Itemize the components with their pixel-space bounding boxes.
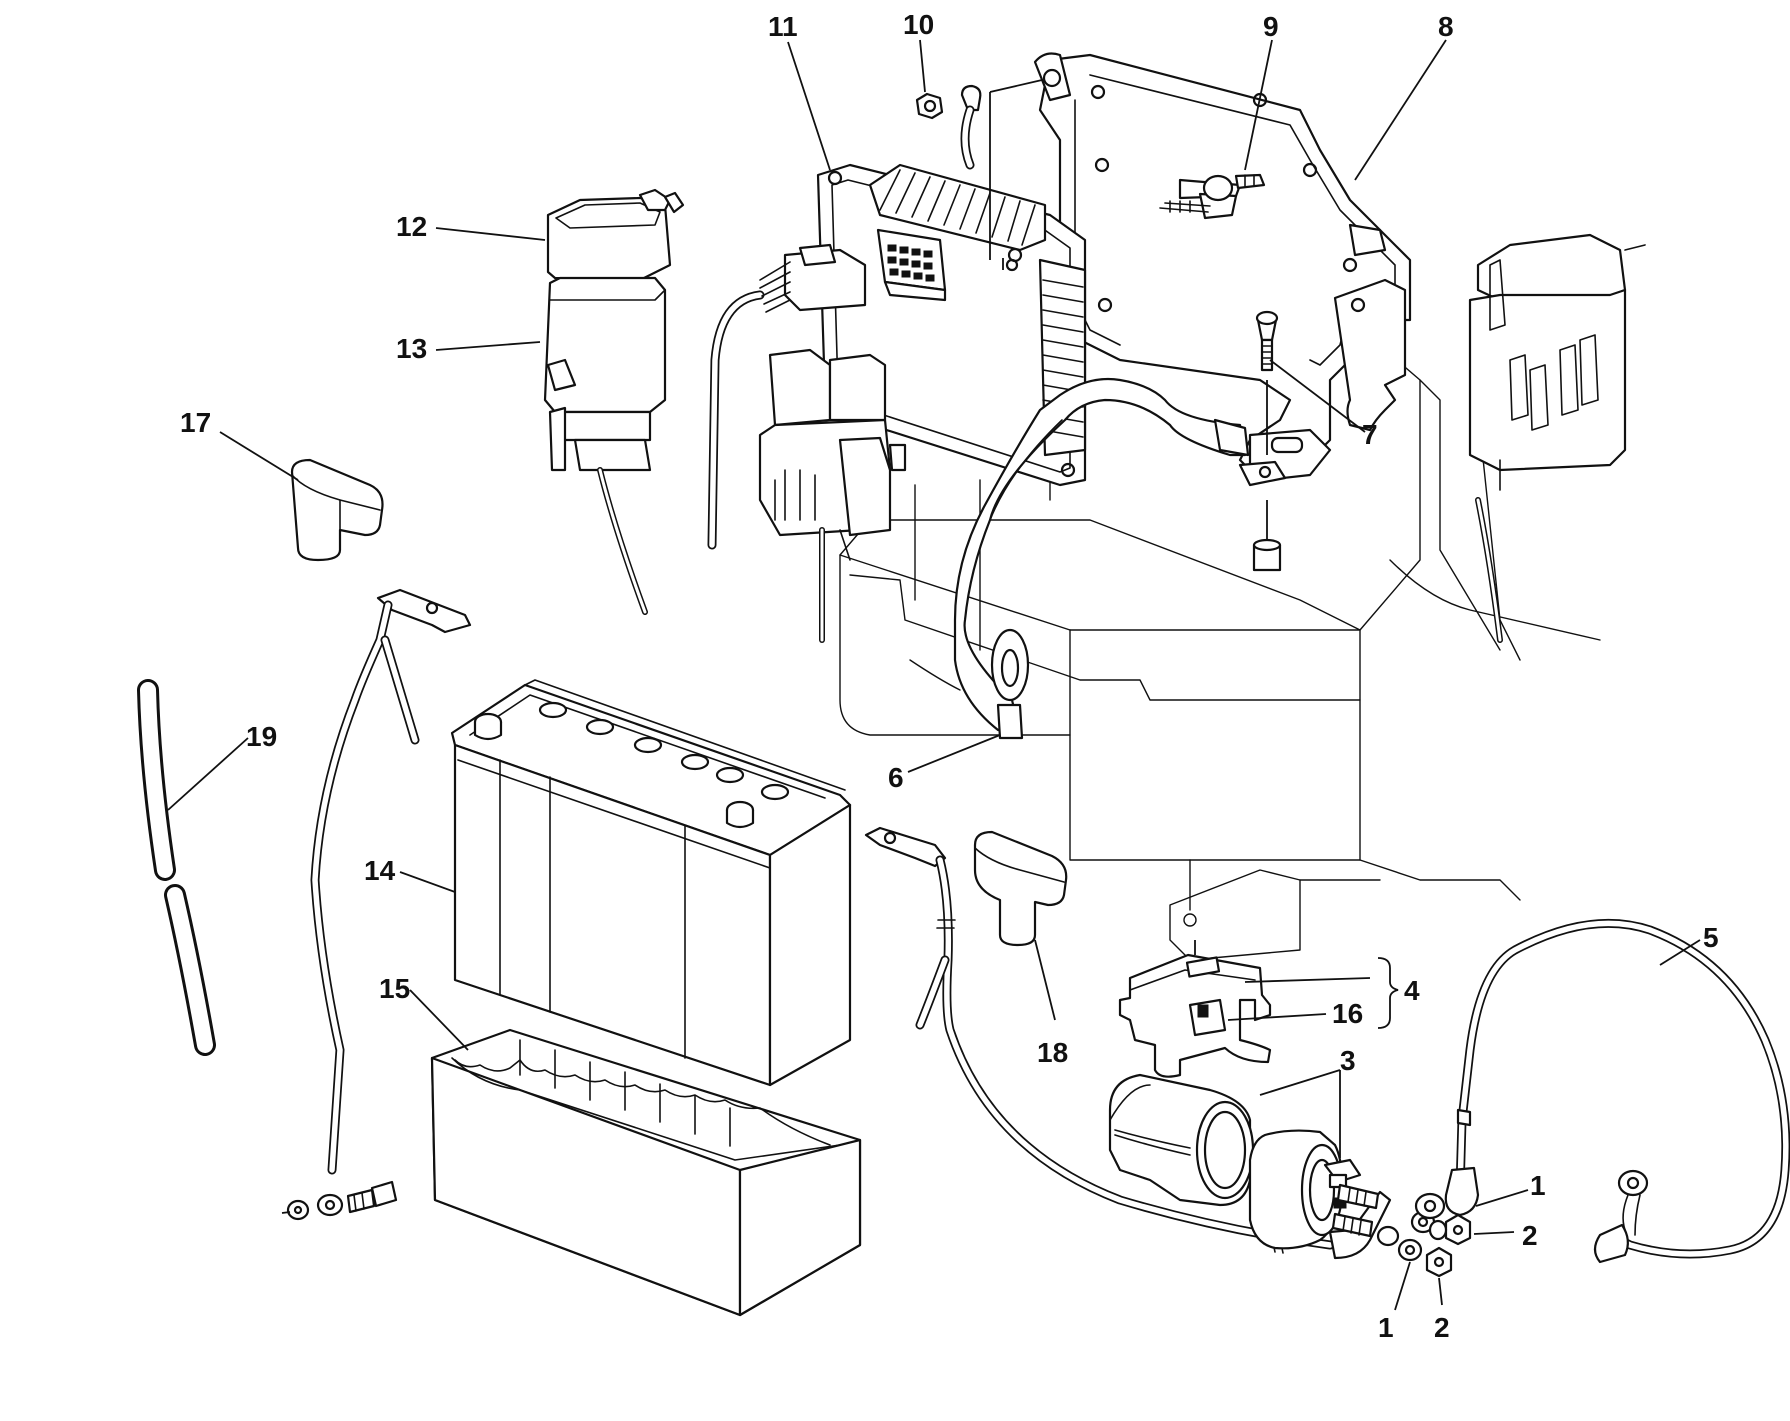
callout-8: 8 xyxy=(1438,11,1454,42)
callout-leaders xyxy=(167,39,1701,1311)
callout-18: 18 xyxy=(1037,1037,1068,1068)
part-2-nut-upper xyxy=(1428,1213,1472,1246)
callout-labels: 1 2 3 4 5 6 7 8 9 10 11 12 13 14 15 16 1… xyxy=(180,9,1719,1343)
part-2-nut-lower xyxy=(1425,1246,1453,1278)
callout-11: 11 xyxy=(768,11,798,42)
part-10-nut xyxy=(915,79,1043,270)
part-7-screw xyxy=(1252,310,1282,572)
negative-battery-cable xyxy=(281,588,472,1221)
part-9-rubber-mount xyxy=(1159,173,1266,220)
callout-4: 4 xyxy=(1404,975,1420,1006)
callout-1-lower: 1 xyxy=(1378,1312,1394,1343)
part-18-terminal-cap xyxy=(973,830,1068,947)
part-14-battery xyxy=(450,679,852,1087)
callout-5: 5 xyxy=(1703,922,1719,953)
right-connector-module xyxy=(1468,233,1646,643)
part-6-retaining-strap xyxy=(953,377,1250,740)
callout-13: 13 xyxy=(396,333,427,364)
part-1-washer-lower xyxy=(1397,1238,1423,1262)
part-13-relay xyxy=(543,276,667,615)
part-17-terminal-cap xyxy=(290,458,384,562)
callout-17: 17 xyxy=(180,407,211,438)
part-15-battery-case xyxy=(430,1028,862,1317)
part-4-starter-mount xyxy=(1118,953,1272,1078)
part-19-breather-hose xyxy=(137,679,216,1056)
callout-6: 6 xyxy=(888,762,904,793)
callout-9: 9 xyxy=(1263,11,1279,42)
frame-ghost-lines xyxy=(839,319,1601,961)
part-5-starter-cable xyxy=(1414,918,1790,1264)
callout-14: 14 xyxy=(364,855,396,886)
callout-1-upper: 1 xyxy=(1530,1170,1546,1201)
callout-19: 19 xyxy=(246,721,277,752)
callout-2-upper: 2 xyxy=(1522,1220,1538,1251)
callout-3: 3 xyxy=(1340,1045,1356,1076)
callout-12: 12 xyxy=(396,211,427,242)
callout-2-lower: 2 xyxy=(1434,1312,1450,1343)
callout-15: 15 xyxy=(379,973,410,1004)
callout-16: 16 xyxy=(1332,998,1363,1029)
callout-7: 7 xyxy=(1362,419,1378,450)
ecu-bracket-right xyxy=(1333,278,1407,432)
wiring-connectors-cluster xyxy=(707,243,907,643)
part-12-relay-cover xyxy=(546,188,685,282)
callout-10: 10 xyxy=(903,9,934,40)
part-3-starter-solenoid xyxy=(1108,1073,1380,1250)
